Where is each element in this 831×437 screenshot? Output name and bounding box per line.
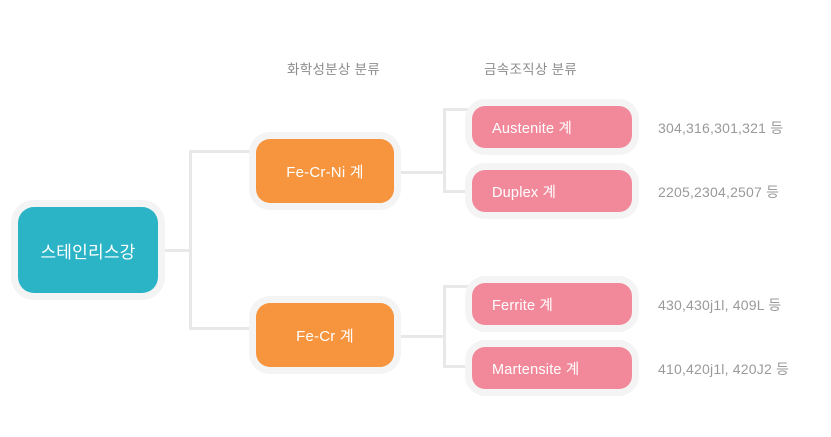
connector-fe-cr-stub bbox=[394, 335, 446, 338]
connector-fe-cr-ni-to-austenite bbox=[443, 108, 475, 111]
node-austenite[interactable]: Austenite 계 bbox=[472, 106, 632, 148]
connector-fe-cr-ni-to-duplex bbox=[443, 190, 475, 193]
node-fe-cr[interactable]: Fe-Cr 계 bbox=[256, 303, 394, 367]
node-stainless-steel-label: 스테인리스강 bbox=[40, 242, 136, 262]
node-martensite-label: Martensite 계 bbox=[492, 361, 580, 378]
grades-martensite: 410,420j1l, 420J2 등 bbox=[658, 361, 790, 377]
node-duplex-label: Duplex 계 bbox=[492, 184, 557, 201]
node-austenite-label: Austenite 계 bbox=[492, 120, 573, 137]
connector-fe-cr-spine bbox=[443, 285, 446, 368]
node-stainless-steel[interactable]: 스테인리스강 bbox=[18, 207, 158, 293]
node-fe-cr-ni[interactable]: Fe-Cr-Ni 계 bbox=[256, 139, 394, 203]
node-ferrite-label: Ferrite 계 bbox=[492, 297, 554, 314]
grades-austenite: 304,316,301,321 등 bbox=[658, 120, 784, 136]
connector-root-stub bbox=[158, 249, 192, 252]
column-header-metallic-structure: 금속조직상 분류 bbox=[484, 62, 578, 77]
connector-fe-cr-ni-spine bbox=[443, 108, 446, 193]
node-martensite[interactable]: Martensite 계 bbox=[472, 347, 632, 389]
connector-fe-cr-ni-stub bbox=[394, 171, 446, 174]
grades-duplex: 2205,2304,2507 등 bbox=[658, 184, 780, 200]
column-header-chemical-composition: 화학성분상 분류 bbox=[287, 62, 381, 77]
connector-fe-cr-to-ferrite bbox=[443, 285, 475, 288]
grades-ferrite: 430,430j1l, 409L 등 bbox=[658, 297, 782, 313]
node-fe-cr-label: Fe-Cr 계 bbox=[296, 327, 354, 345]
connector-root-to-fe-cr-ni bbox=[189, 150, 259, 153]
connector-root-spine bbox=[189, 150, 192, 330]
node-ferrite[interactable]: Ferrite 계 bbox=[472, 283, 632, 325]
node-fe-cr-ni-label: Fe-Cr-Ni 계 bbox=[286, 163, 364, 181]
connector-fe-cr-to-martensite bbox=[443, 365, 475, 368]
node-duplex[interactable]: Duplex 계 bbox=[472, 170, 632, 212]
connector-root-to-fe-cr bbox=[189, 327, 259, 330]
